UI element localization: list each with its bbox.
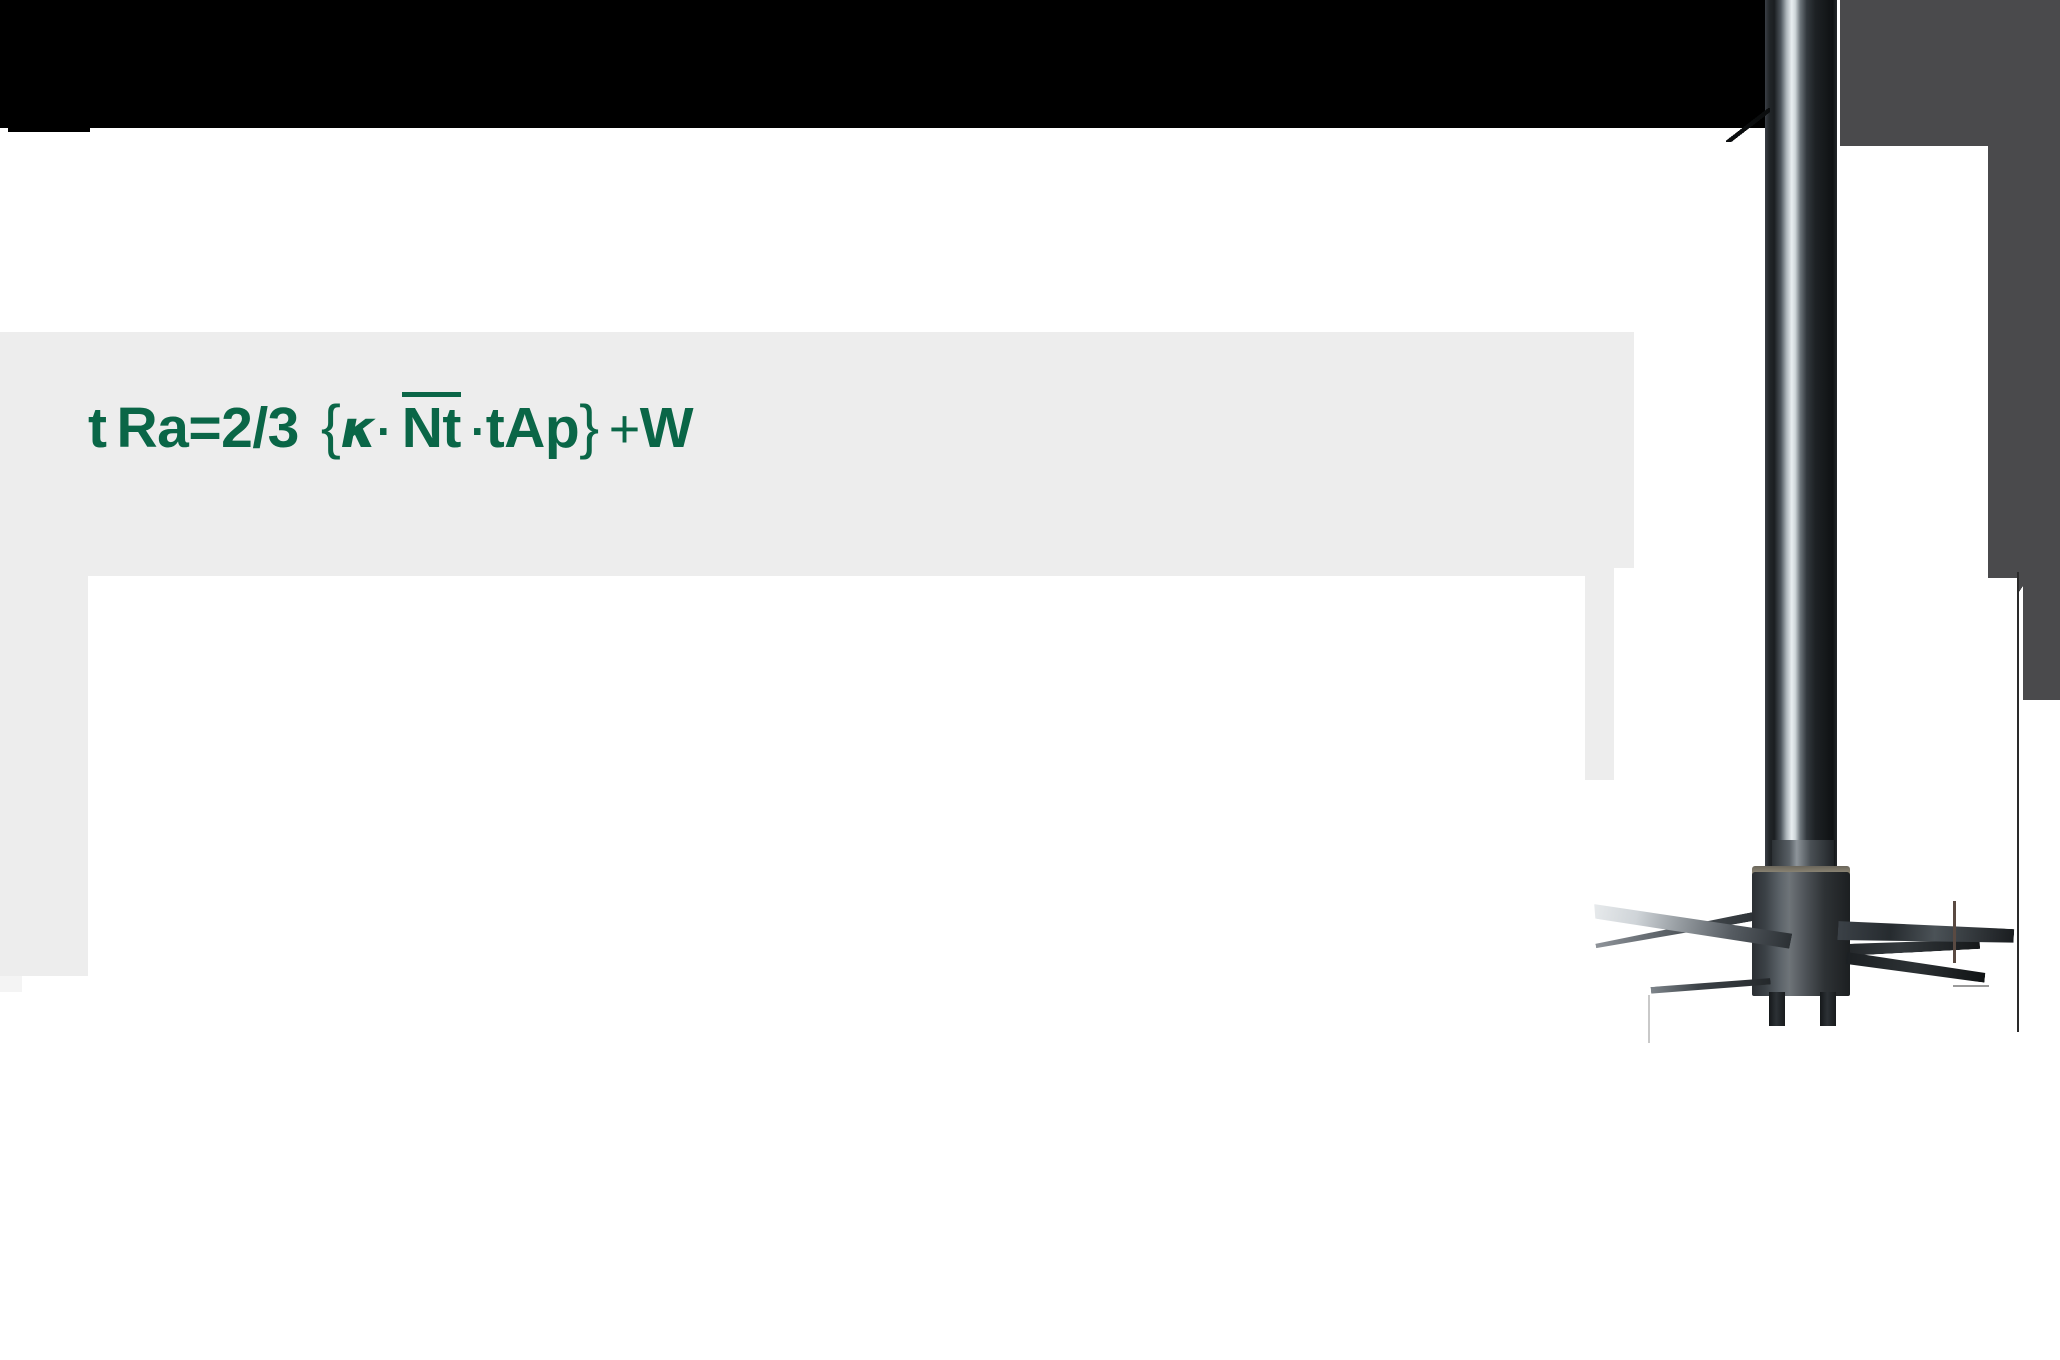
top-black-band xyxy=(0,0,1772,128)
shaft-edge-highlight xyxy=(1726,108,1770,142)
formula-panel-tail xyxy=(1585,568,1614,780)
formula-panel-step xyxy=(0,568,1614,576)
formula-token-t: t xyxy=(88,396,107,460)
formula-token-nt-overline: Nt xyxy=(401,392,461,457)
measurement-tick-vertical xyxy=(1953,901,1956,963)
vertical-rule-left xyxy=(1648,995,1650,1043)
formula-panel xyxy=(0,332,1634,568)
right-dark-band-column-inner xyxy=(2023,0,2060,700)
formula-token-brace-close: } xyxy=(579,393,599,460)
formula-panel-left-column xyxy=(0,568,88,976)
measurement-tick-horizontal xyxy=(1953,985,1989,987)
formula-token-plus: + xyxy=(608,399,641,459)
formula-token-kappa: κ xyxy=(340,400,377,460)
formula-token-dot-1: · xyxy=(376,405,392,457)
formula-panel-left-column-foot xyxy=(0,976,22,992)
impeller-leg-right xyxy=(1820,992,1836,1026)
formula-token-brace-open: { xyxy=(320,393,341,460)
vertical-rule-right xyxy=(2017,572,2019,1032)
mixer-shaft xyxy=(1765,0,1837,880)
formula-token-dot-2: · xyxy=(470,405,486,457)
right-dark-band-teeth xyxy=(2019,570,2049,592)
formula-expression: t Ra=2/3 { κ · Nt · tAp } + W xyxy=(88,392,694,460)
top-black-band-notch xyxy=(8,122,90,132)
formula-token-ra: Ra=2/3 xyxy=(116,396,299,460)
formula-token-tap: tAp xyxy=(485,396,580,460)
impeller-blade-lower-right xyxy=(1845,952,1986,983)
formula-token-w: W xyxy=(639,396,694,460)
impeller-leg-left xyxy=(1769,992,1785,1026)
